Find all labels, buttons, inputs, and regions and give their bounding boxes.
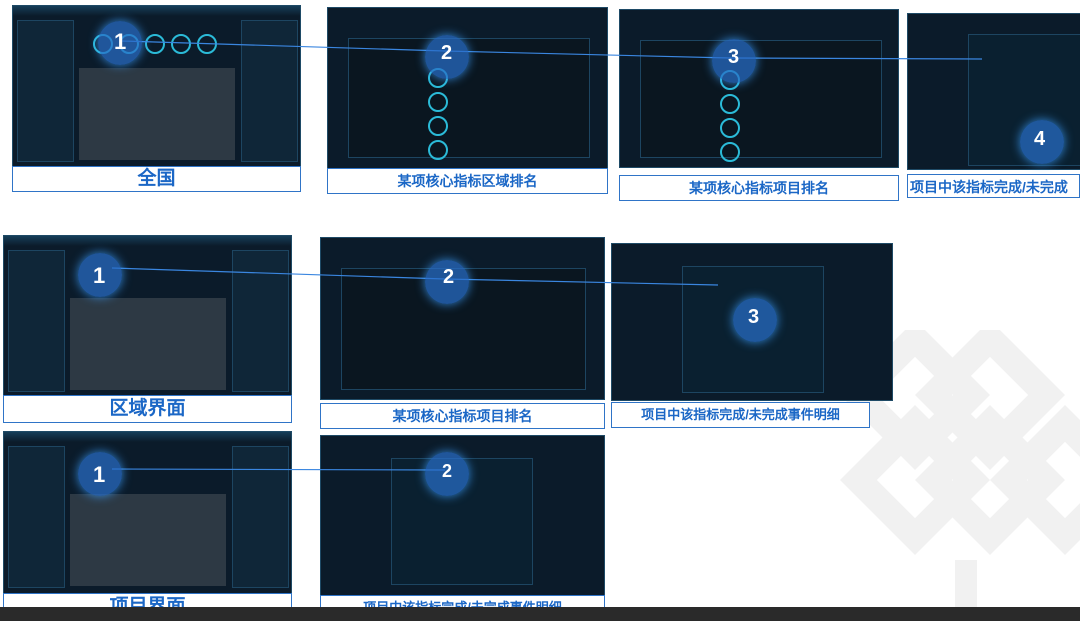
- bottom-bar: [0, 607, 1080, 621]
- caption-region-rank: 某项核心指标区域排名: [327, 168, 608, 194]
- screenshot-project-page-detail: [320, 435, 605, 597]
- step-circle: [425, 452, 469, 496]
- step-circle: [78, 253, 122, 297]
- caption-region-detail: 项目中该指标完成/未完成事件明细: [611, 402, 870, 428]
- screenshot-region-page: [3, 235, 292, 397]
- step-circle: [425, 35, 469, 79]
- caption-project-detail: 项目中该指标完成/未完成: [907, 174, 1080, 198]
- step-circle: [98, 21, 142, 65]
- step-number: 1: [93, 462, 106, 487]
- screenshot-project-rank: [619, 9, 899, 168]
- step-number: 1: [93, 263, 106, 288]
- step-number: 4: [1034, 128, 1046, 150]
- step-circle: [425, 260, 469, 304]
- step-circle: [1020, 120, 1064, 164]
- step-number: 1: [114, 29, 127, 54]
- screenshot-project-page: [3, 431, 292, 595]
- caption-region-project-rank: 某项核心指标项目排名: [320, 403, 605, 429]
- caption-project-rank: 某项核心指标项目排名: [619, 175, 899, 201]
- step-number: 2: [441, 42, 453, 64]
- screenshot-region-project-rank: [320, 237, 605, 400]
- caption-national: 全国: [12, 166, 301, 192]
- step-circle: [733, 298, 777, 342]
- step-circle: [78, 452, 122, 496]
- screenshot-national: [12, 5, 301, 167]
- step-number: 3: [748, 306, 760, 328]
- step-circle: [712, 39, 756, 83]
- step-number: 2: [442, 461, 453, 481]
- step-number: 2: [443, 266, 455, 288]
- screenshot-region-rank: [327, 7, 608, 169]
- caption-region-page: 区域界面: [3, 395, 292, 423]
- watermark-logo: [840, 330, 1080, 620]
- step-number: 3: [728, 46, 740, 68]
